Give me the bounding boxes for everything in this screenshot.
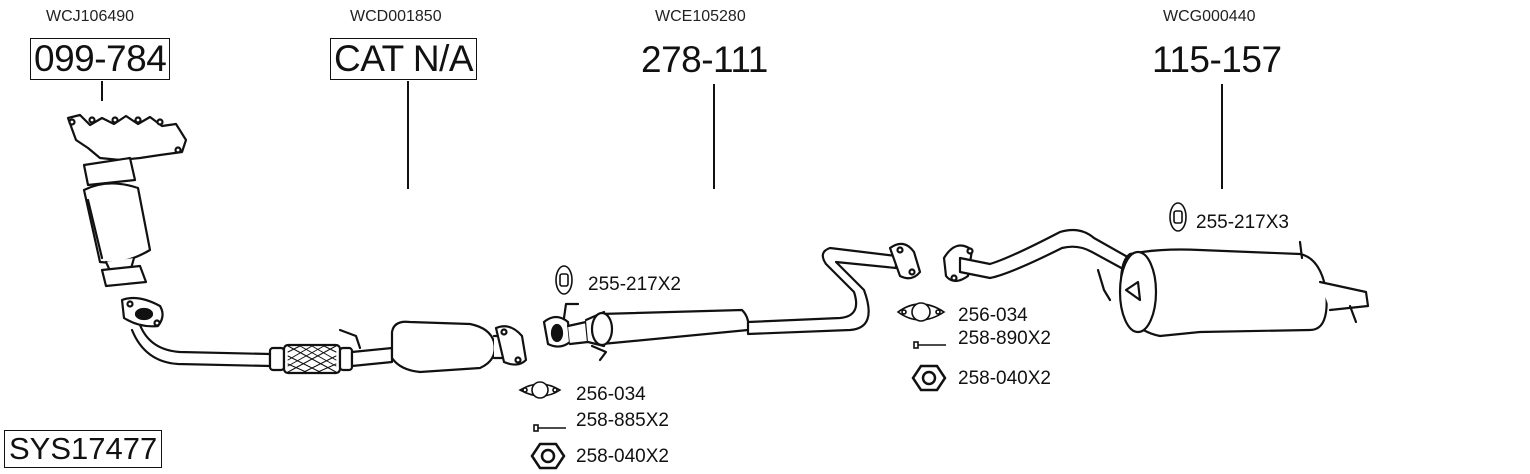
bolt-icon (533, 424, 566, 432)
fitting-label[interactable]: 258-890X2 (958, 328, 1051, 349)
part-number-rear-silencer[interactable]: 115-157 (1152, 39, 1282, 80)
fitting-label[interactable]: 256-034 (958, 305, 1028, 326)
part-number-centre-silencer[interactable]: 278-111 (641, 39, 768, 80)
gasket-icon (896, 302, 946, 322)
fitting-label[interactable]: 258-040X2 (958, 368, 1051, 389)
nut-icon (530, 442, 566, 470)
leader-line-manifold (101, 81, 103, 101)
section-ref-manifold: WCJ106490 (46, 8, 135, 25)
part-number-front-pipe[interactable]: CAT N/A (330, 38, 478, 80)
fitting-label[interactable]: 258-885X2 (576, 410, 669, 431)
fitting-label[interactable]: 255-217X3 (1196, 212, 1289, 233)
bolt-icon (913, 341, 946, 349)
section-ref-rear-silencer: WCG000440 (1163, 8, 1256, 25)
fitting-label[interactable]: 258-040X2 (576, 446, 669, 467)
rubber-mount-icon (1169, 202, 1187, 232)
centre-silencer-part[interactable] (542, 242, 922, 362)
fitting-label[interactable]: 256-034 (576, 384, 646, 405)
section-ref-front-pipe: WCD001850 (350, 8, 442, 25)
leader-line-centre-silencer (713, 84, 715, 189)
gasket-icon (518, 381, 562, 399)
section-ref-centre-silencer: WCE105280 (655, 8, 746, 25)
rear-silencer-part[interactable] (942, 228, 1370, 338)
fitting-label[interactable]: 255-217X2 (588, 274, 681, 295)
part-number-manifold[interactable]: 099-784 (30, 38, 171, 80)
leader-line-front-pipe (407, 81, 409, 189)
front-pipe-part[interactable] (120, 296, 528, 375)
rubber-mount-icon (555, 265, 573, 295)
manifold-catalyst-part[interactable] (66, 113, 188, 288)
nut-icon (911, 364, 947, 392)
leader-line-rear-silencer (1221, 84, 1223, 189)
system-code: SYS17477 (4, 430, 163, 468)
